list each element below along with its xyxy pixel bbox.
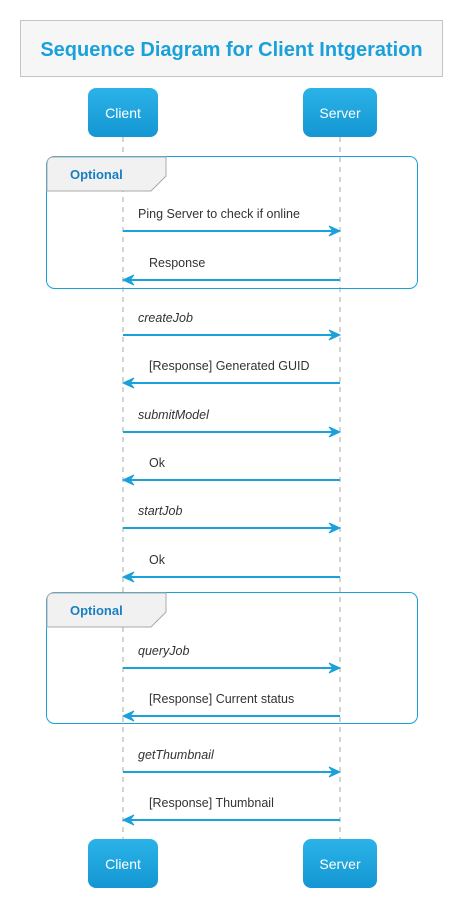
arrowhead-icon xyxy=(121,274,135,286)
arrowhead-icon xyxy=(121,710,135,722)
arrowhead-icon xyxy=(328,662,342,674)
message-8: Ok xyxy=(121,553,340,583)
message-label: Ping Server to check if online xyxy=(138,207,300,221)
participant-client-label: Client xyxy=(105,105,141,121)
arrowhead-icon xyxy=(121,377,135,389)
message-label: createJob xyxy=(138,311,193,325)
participant-client-label: Client xyxy=(105,856,141,872)
participant-server-top: Server xyxy=(303,88,377,137)
message-6: Ok xyxy=(121,456,340,486)
message-11: getThumbnail xyxy=(123,748,342,778)
participant-server-bottom: Server xyxy=(303,839,377,888)
participant-server-label: Server xyxy=(319,105,361,121)
message-label: queryJob xyxy=(138,644,189,658)
group-optional-1: Optional xyxy=(46,156,418,289)
message-9: queryJob xyxy=(123,644,342,674)
message-2: Response xyxy=(121,256,340,286)
arrowhead-icon xyxy=(328,766,342,778)
message-3: createJob xyxy=(123,311,342,341)
message-12: [Response] Thumbnail xyxy=(121,796,340,826)
arrowhead-icon xyxy=(328,426,342,438)
message-5: submitModel xyxy=(123,408,342,438)
participant-server-label: Server xyxy=(319,856,361,872)
message-label: [Response] Generated GUID xyxy=(149,359,310,373)
participant-client-top: Client xyxy=(88,88,158,137)
message-label: [Response] Thumbnail xyxy=(149,796,274,810)
message-10: [Response] Current status xyxy=(121,692,340,722)
participant-client-bottom: Client xyxy=(88,839,158,888)
arrowhead-icon xyxy=(121,474,135,486)
group-optional-2: Optional xyxy=(46,592,418,724)
diagram-title: Sequence Diagram for Client Intgeration xyxy=(40,39,422,61)
arrowhead-icon xyxy=(121,814,135,826)
message-label: getThumbnail xyxy=(138,748,215,762)
arrowhead-icon xyxy=(328,225,342,237)
message-1: Ping Server to check if online xyxy=(123,207,342,237)
message-label: submitModel xyxy=(138,408,210,422)
message-label: Ok xyxy=(149,553,166,567)
arrowhead-icon xyxy=(328,522,342,534)
message-label: [Response] Current status xyxy=(149,692,294,706)
message-label: Ok xyxy=(149,456,166,470)
arrowhead-icon xyxy=(328,329,342,341)
message-4: [Response] Generated GUID xyxy=(121,359,340,389)
group-label: Optional xyxy=(70,603,123,618)
message-label: startJob xyxy=(138,504,183,518)
arrowhead-icon xyxy=(121,571,135,583)
group-label: Optional xyxy=(70,167,123,182)
message-label: Response xyxy=(149,256,205,270)
message-7: startJob xyxy=(123,504,342,534)
title-box: Sequence Diagram for Client Intgeration xyxy=(20,20,443,77)
